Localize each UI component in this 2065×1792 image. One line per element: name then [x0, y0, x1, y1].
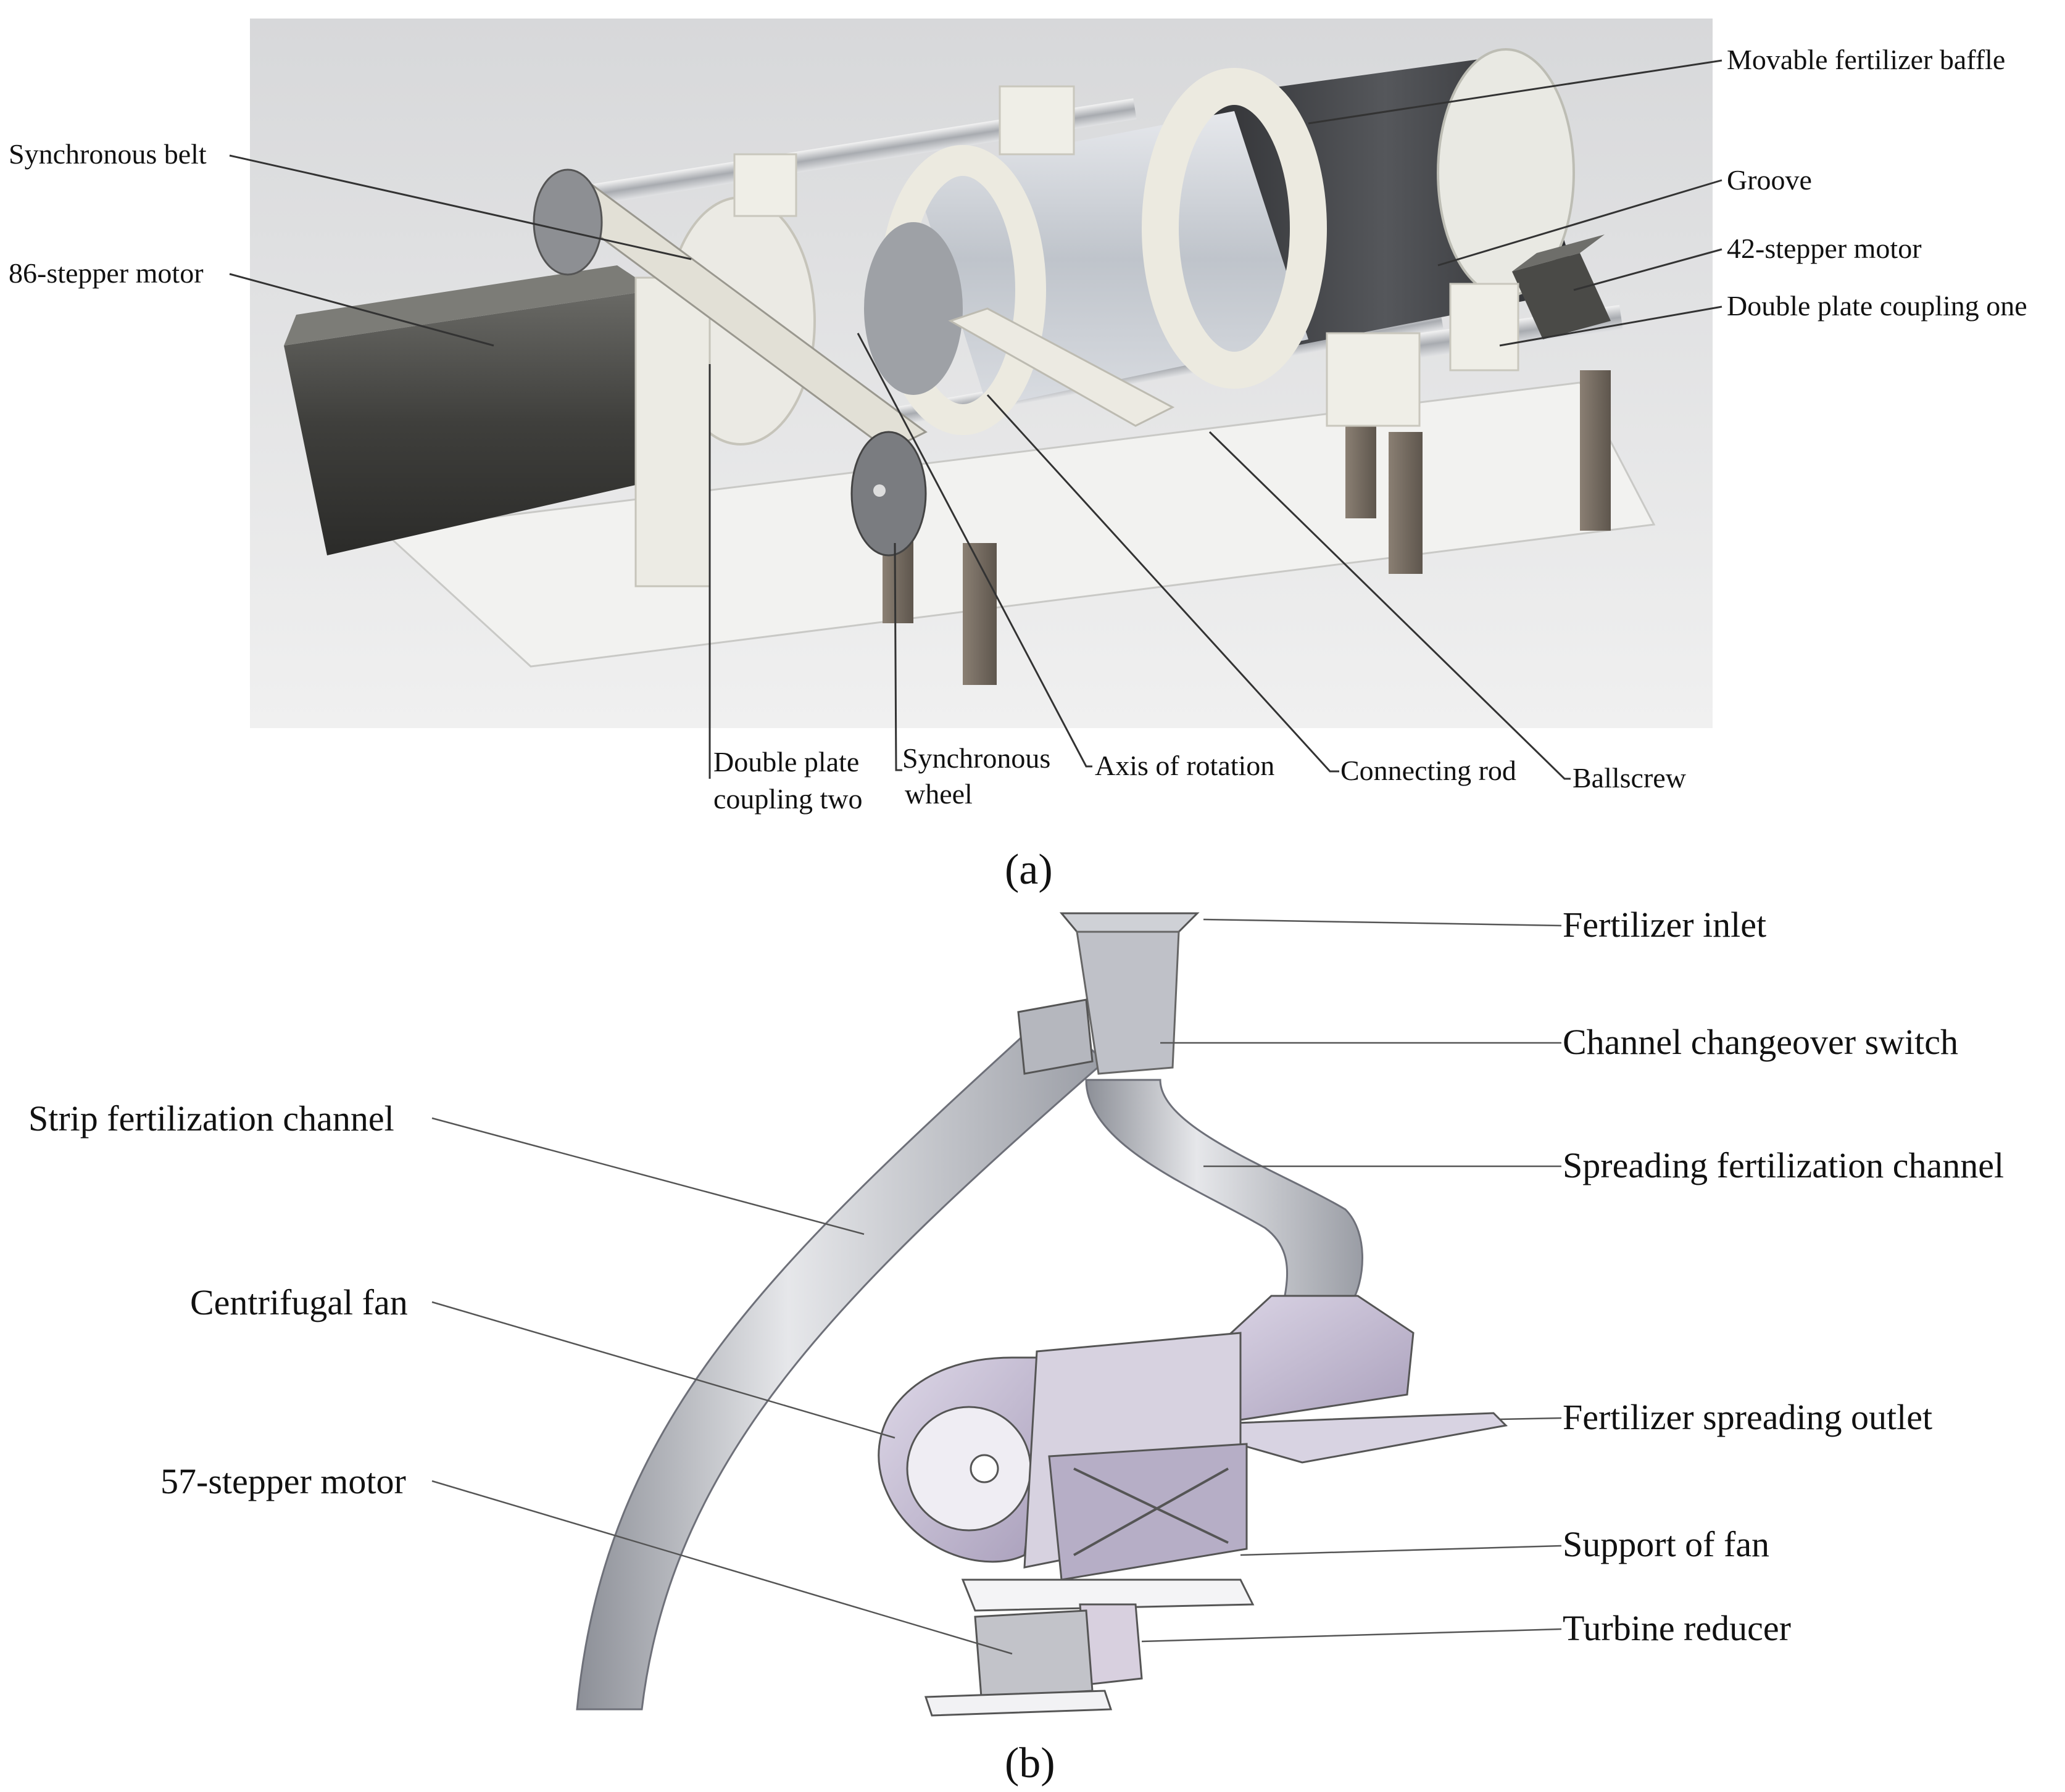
fan-impeller	[906, 1406, 1032, 1532]
panel-b-tag: (b)	[1005, 1740, 1055, 1787]
label-ballscrew: Ballscrew	[1573, 762, 1687, 794]
label-strip-fertilization-channel: Strip fertilization channel	[28, 1098, 394, 1139]
panel-a-leaders	[229, 59, 1722, 780]
label-86-stepper-motor: 86-stepper motor	[9, 257, 204, 289]
base-plate	[380, 381, 1656, 668]
panel-b-leaders	[431, 918, 1562, 1655]
synchronous-wheel	[850, 431, 927, 557]
spreading-fertilization-channel	[1085, 1079, 1363, 1303]
stepper-motor-42	[1512, 253, 1611, 339]
upper-shaft	[584, 98, 1137, 206]
label-synchronous-belt: Synchronous belt	[9, 138, 207, 170]
label-connecting-rod: Connecting rod	[1340, 755, 1516, 786]
panel-a-tag: (a)	[1005, 846, 1053, 894]
support-of-fan	[1048, 1443, 1248, 1581]
channel-changeover-switch	[1017, 998, 1094, 1075]
label-synchronous-wheel-line1: Synchronous	[902, 742, 1050, 774]
hopper-body	[1076, 931, 1180, 1075]
fertilizer-spreading-outlet	[1172, 1412, 1508, 1464]
front-ring	[1142, 68, 1327, 389]
label-turbine-reducer: Turbine reducer	[1563, 1608, 1791, 1648]
panel-a-render	[250, 19, 1713, 728]
bearing-block-mid	[1326, 332, 1421, 427]
label-synchronous-wheel-line2: wheel	[905, 778, 973, 810]
label-axis-of-rotation: Axis of rotation	[1095, 750, 1274, 781]
bearing-block-top	[999, 85, 1075, 156]
motor-86-bracket	[634, 276, 711, 587]
pulley-top	[533, 168, 603, 276]
label-coupling-one: Double plate coupling one	[1727, 290, 2027, 321]
label-movable-baffle: Movable fertilizer baffle	[1727, 44, 2005, 75]
panel-b-render	[576, 912, 1508, 1717]
panel-b-labels: Fertilizer inlet Channel changeover swit…	[28, 905, 2004, 1787]
label-channel-changeover-switch: Channel changeover switch	[1563, 1022, 1958, 1062]
label-57-stepper-motor: 57-stepper motor	[160, 1461, 406, 1501]
bearing-block-top-left	[733, 153, 797, 217]
bearing-block-right	[1449, 283, 1519, 371]
label-support-of-fan: Support of fan	[1563, 1524, 1769, 1564]
label-fertilizer-spreading-outlet: Fertilizer spreading outlet	[1563, 1397, 1932, 1437]
label-spreading-fertilization-channel: Spreading fertilization channel	[1563, 1145, 2004, 1185]
label-groove: Groove	[1727, 164, 1812, 196]
fertilizer-inlet	[1059, 912, 1200, 933]
connecting-rod	[948, 307, 1175, 427]
label-coupling-two-line2: coupling two	[713, 783, 862, 815]
stepper-motor-86	[284, 290, 679, 555]
motor-base-plate	[924, 1690, 1113, 1717]
support-plate	[961, 1578, 1255, 1612]
label-42-stepper-motor: 42-stepper motor	[1727, 233, 1922, 264]
panel-a-labels: Movable fertilizer baffle Synchronous be…	[9, 44, 2027, 894]
label-coupling-two-line1: Double plate	[713, 746, 859, 778]
stepper-motor-57	[974, 1609, 1094, 1698]
label-centrifugal-fan: Centrifugal fan	[190, 1282, 408, 1322]
label-fertilizer-inlet: Fertilizer inlet	[1563, 905, 1766, 945]
